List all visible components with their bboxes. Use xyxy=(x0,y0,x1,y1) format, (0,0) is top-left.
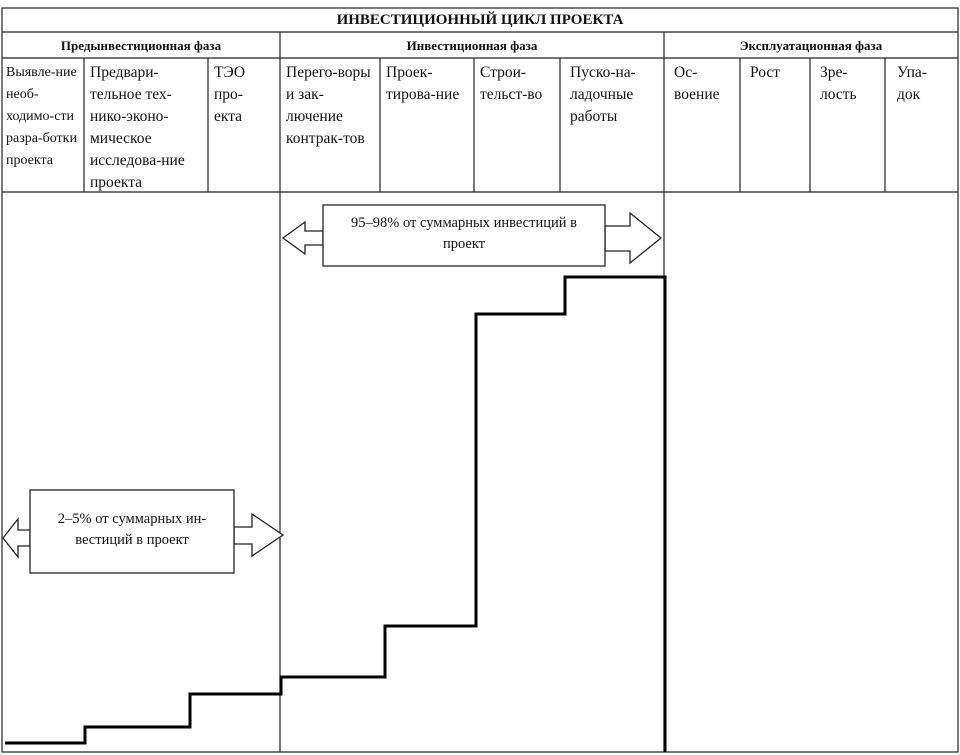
stage-separators xyxy=(83,58,886,192)
stage-decline: Упа-док xyxy=(897,64,927,103)
right-arrow-icon xyxy=(604,211,663,265)
stage-feasibility-prestudy: Предвари-тельное тех-нико-эконо-мическое… xyxy=(90,64,185,191)
stage-construction: Строи-тельст-во xyxy=(480,64,543,103)
phase-investment: Инвестиционная фаза xyxy=(406,38,538,53)
stage-feasibility-study: ТЭО про-екта xyxy=(214,64,246,125)
preinvestment-share-note: 2–5% от суммарных ин-вестиций в проект xyxy=(57,511,207,548)
right-arrow-icon xyxy=(233,512,285,558)
stage-commissioning: Пуско-на-ладочные работы xyxy=(570,64,636,125)
outer-frame xyxy=(1,7,959,753)
investment-step-line xyxy=(5,275,667,752)
stage-growth: Рост xyxy=(750,64,781,81)
stage-negotiations: Перего-воры и зак-лючение контрак-тов xyxy=(286,64,371,147)
stage-need-identification: Выявле-ние необ-ходимо-сти разра-ботки п… xyxy=(6,65,77,168)
phase-preinvestment: Предынвестиционная фаза xyxy=(60,38,222,53)
stage-maturity: Зре-лость xyxy=(820,64,857,103)
left-arrow-icon xyxy=(2,517,31,559)
preinvestment-note-box xyxy=(29,489,235,574)
investment-share-note: 95–98% от суммарных инвестиций в проект xyxy=(351,215,577,252)
left-arrow-icon xyxy=(281,220,324,256)
phase-operation: Эксплуатационная фаза xyxy=(739,38,883,53)
stage-development: Ос-воение xyxy=(674,64,720,103)
stage-design: Проек-тирова-ние xyxy=(386,64,460,103)
investment-note-box xyxy=(322,204,606,267)
diagram-title: ИНВЕСТИЦИОННЫЙ ЦИКЛ ПРОЕКТА xyxy=(336,12,624,28)
